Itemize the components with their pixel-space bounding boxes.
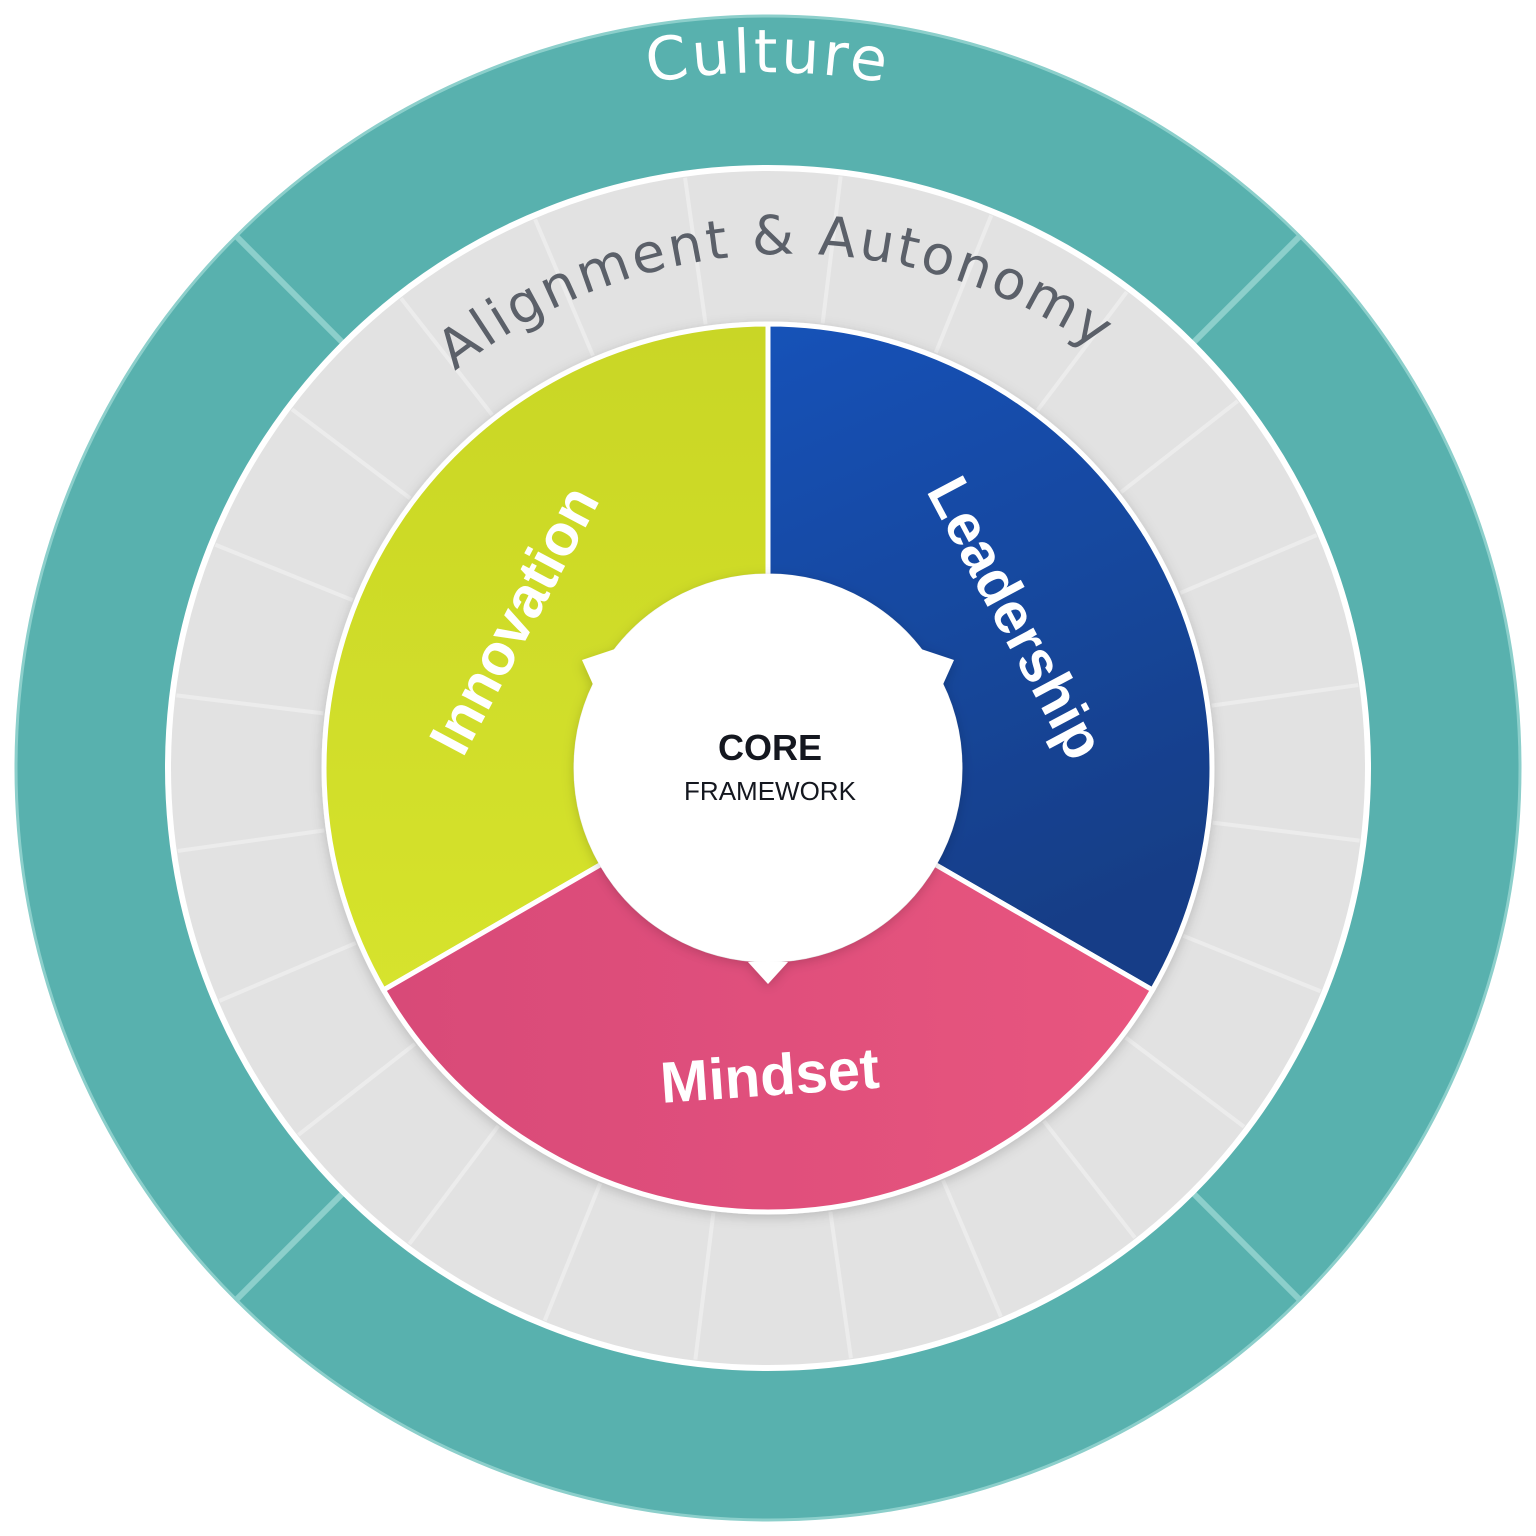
culture-ring-dividers [234,234,1302,1302]
center-badge [574,574,962,984]
alignment-ring-dividers [176,176,1360,1360]
alignment-ring-divider [218,941,357,1003]
alignment-ring-divider [828,1211,853,1359]
arrow-notch-bottom-icon [748,962,788,984]
culture-ring-divider [234,234,348,348]
alignment-ring-divider [297,1042,417,1137]
alignment-ring-divider [407,1124,500,1246]
core-segments [321,321,1215,1215]
alignment-ring-divider [1211,683,1359,708]
alignment-ring-divider [820,176,843,324]
culture-ring-divider [1188,234,1302,348]
arrow-notch-right-icon [918,648,954,700]
alignment-ring-divider [290,407,412,500]
mindset-label: Mindset [658,1036,881,1116]
alignment-ring-divider [1212,820,1360,843]
alignment-ring-divider [1182,933,1322,994]
alignment-ring-divider [933,214,994,354]
culture-ring-divider [1188,1188,1302,1302]
culture-label: Culture [641,17,895,97]
alignment-ring-divider [1119,399,1239,494]
arrow-notch-left-icon [582,648,618,700]
alignment-ring-divider [1124,1036,1246,1129]
alignment-ring-divider [542,1182,603,1322]
alignment-ring-divider [214,542,354,603]
alignment-ring-divider [399,297,494,417]
alignment-ring-divider [177,828,325,853]
alignment-ring-divider [941,1179,1003,1318]
alignment-ring-divider [683,177,708,325]
culture-ring-divider [234,1188,348,1302]
alignment-ring-divider [1036,290,1129,412]
center-title: CORE [718,727,822,768]
alignment-ring-divider [176,693,324,716]
alignment-ring-divider [1179,533,1318,595]
center-subtitle: FRAMEWORK [684,776,857,806]
alignment-ring-divider [1042,1119,1137,1239]
alignment-ring-divider [533,218,595,357]
alignment-ring-divider [693,1212,716,1360]
